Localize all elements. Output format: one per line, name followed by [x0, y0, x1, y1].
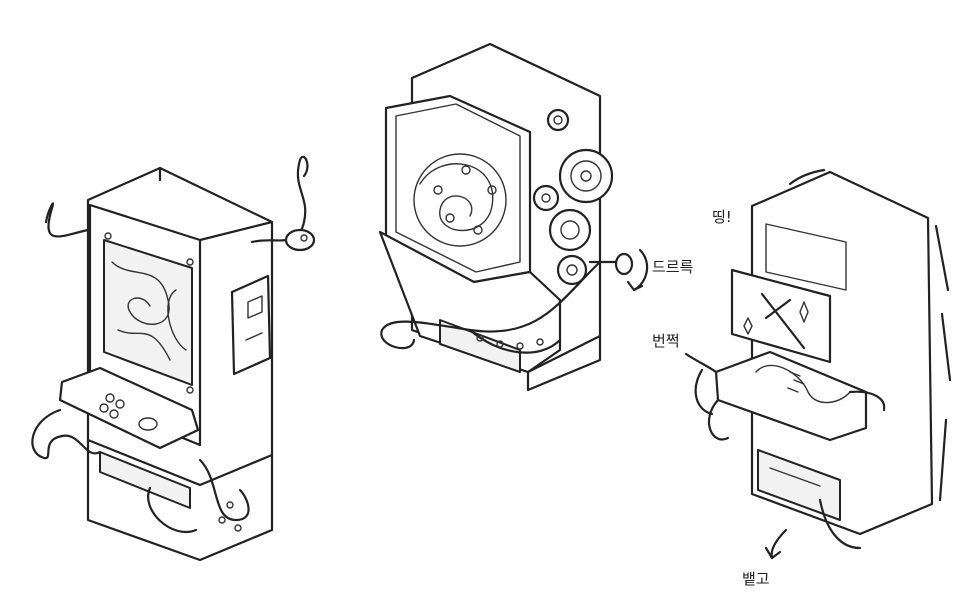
gear-icon	[532, 184, 560, 212]
machine-right: 띵! 번쩍 뱉고	[652, 168, 952, 588]
machine-left-slot	[99, 451, 191, 509]
machine-left-screen	[103, 239, 193, 386]
machine-middle-tentacle-ball	[413, 153, 507, 247]
machine-left-control-deck	[58, 366, 200, 450]
machine-left-tentacle	[44, 202, 90, 238]
machine-middle-tentacle	[380, 260, 602, 350]
machine-left	[31, 155, 316, 562]
spit-label: 뱉고	[742, 570, 770, 588]
flicker-label: 번쩍	[652, 332, 680, 350]
sparkle-icon	[743, 317, 753, 335]
spin-sound-label: 드르륵	[652, 258, 694, 276]
glance-label: 띵!	[712, 208, 732, 226]
machine-middle: 드르륵	[378, 42, 694, 392]
gear-icon	[546, 108, 570, 132]
machine-left-joystick	[138, 417, 158, 431]
machine-left-button	[105, 393, 115, 403]
machine-middle-slot	[439, 319, 521, 373]
sparkle-icon	[799, 301, 809, 323]
machine-left-side-panel	[230, 274, 272, 376]
machine-right-screen	[730, 268, 832, 364]
machine-right-cabinet	[750, 170, 934, 536]
gear-icon	[558, 148, 614, 204]
gear-icon	[556, 254, 588, 286]
rotate-arrow-icon	[632, 248, 649, 292]
shake-lines-icon	[788, 168, 826, 186]
gear-icon	[548, 208, 592, 252]
machine-middle-gears	[532, 108, 614, 286]
flicker-arrow-icon	[684, 352, 718, 374]
machine-middle-base	[378, 230, 562, 374]
